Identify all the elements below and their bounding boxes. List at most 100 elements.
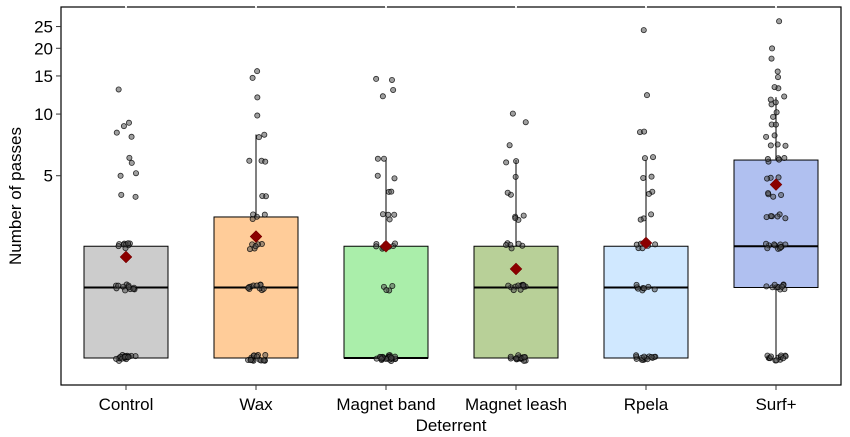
x-tick-label-control: Control [99, 395, 154, 414]
x-tick-label-magnet-band: Magnet band [336, 395, 435, 414]
data-point [115, 282, 122, 289]
data-point [383, 286, 390, 293]
y-tick-label: 5 [44, 167, 53, 186]
data-point [260, 357, 267, 364]
data-point [115, 86, 122, 93]
data-point [641, 353, 648, 360]
data-point [770, 113, 777, 120]
data-point [261, 131, 268, 138]
data-point [506, 142, 513, 149]
data-point [391, 175, 398, 182]
data-point [771, 84, 778, 91]
data-point [379, 211, 386, 218]
data-point [510, 287, 517, 294]
data-point [512, 215, 519, 222]
data-point [774, 68, 781, 75]
data-point [125, 354, 132, 361]
data-point [122, 287, 129, 294]
data-point [522, 119, 529, 126]
data-point [782, 142, 789, 149]
data-point [515, 240, 522, 247]
data-point [246, 157, 253, 164]
data-point [767, 142, 774, 149]
data-point [503, 159, 510, 166]
data-point [503, 242, 510, 249]
data-point [771, 281, 778, 288]
data-point [388, 76, 395, 83]
data-point [391, 211, 398, 218]
data-point [249, 74, 256, 81]
data-point [255, 134, 262, 141]
mean-marker-control [119, 250, 133, 264]
x-tick-label-surf-: Surf+ [755, 395, 796, 414]
data-point [120, 123, 127, 130]
data-point [125, 119, 132, 126]
x-tick-label-magnet-leash: Magnet leash [465, 395, 567, 414]
data-point [778, 191, 785, 198]
data-point [781, 155, 788, 162]
data-point [767, 96, 774, 103]
data-point [648, 354, 655, 361]
data-point [521, 354, 528, 361]
data-point [254, 112, 261, 119]
data-point [770, 193, 777, 200]
y-tick-label: 25 [34, 18, 53, 37]
data-point [764, 175, 771, 182]
data-point [379, 93, 386, 100]
data-point [650, 154, 657, 161]
data-point [253, 353, 260, 360]
data-point [772, 121, 779, 128]
data-point [633, 352, 640, 359]
data-point [648, 211, 655, 218]
data-point [386, 216, 393, 223]
data-point [648, 173, 655, 180]
data-point [763, 133, 770, 140]
data-point [637, 216, 644, 223]
mean-marker-wax [249, 230, 263, 243]
data-point [115, 243, 122, 250]
data-point [776, 156, 783, 163]
data-point [378, 355, 385, 362]
data-point [388, 188, 395, 195]
data-point [507, 353, 514, 360]
data-point [520, 212, 527, 219]
y-tick-label: 20 [34, 39, 53, 58]
data-point [259, 192, 266, 199]
data-point [643, 92, 650, 99]
data-point [261, 211, 268, 218]
data-point [373, 75, 380, 82]
data-point [764, 245, 771, 252]
data-point [640, 174, 647, 181]
data-point [390, 86, 397, 93]
data-point [771, 132, 778, 139]
y-axis-title: Number of passes [6, 127, 25, 265]
data-point [651, 286, 658, 293]
x-axis-title: Deterrent [416, 416, 487, 435]
mean-marker-magnet-leash [509, 262, 523, 276]
plot-panel [60, 6, 842, 386]
data-point [253, 282, 260, 289]
data-point [505, 282, 512, 289]
data-point [260, 285, 267, 292]
data-point [778, 283, 785, 290]
data-point [780, 355, 787, 362]
data-point [776, 18, 783, 25]
data-point [389, 282, 396, 289]
data-point [392, 240, 399, 247]
data-point [641, 285, 648, 292]
data-point [130, 285, 137, 292]
data-point [250, 211, 257, 218]
means-layer [119, 178, 783, 276]
data-point [512, 173, 519, 180]
data-point [633, 281, 640, 288]
data-point [245, 284, 252, 291]
data-point [515, 282, 522, 289]
data-point [775, 174, 782, 181]
mean-marker-magnet-band [379, 239, 393, 253]
data-point [509, 110, 516, 117]
data-point [640, 27, 647, 34]
data-point [113, 129, 120, 136]
data-point [126, 154, 133, 161]
